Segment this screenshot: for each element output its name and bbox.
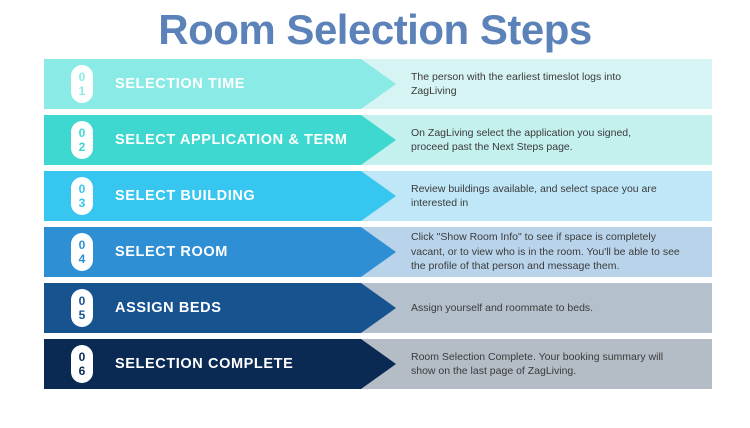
step-number-digit-bottom: 4 — [78, 252, 86, 266]
step-label: SELECT ROOM — [115, 244, 228, 260]
step-description: Assign yourself and roommate to beds. — [411, 301, 594, 314]
step-description-panel: Click "Show Room Info" to see if space i… — [361, 227, 712, 277]
step-number-digit-bottom: 2 — [78, 140, 86, 154]
step-description: Room Selection Complete. Your booking su… — [411, 350, 664, 378]
step-description-panel: Assign yourself and roommate to beds. — [361, 283, 712, 333]
step-row: On ZagLiving select the application you … — [44, 115, 712, 165]
step-label: SELECTION TIME — [115, 76, 246, 92]
step-row: Review buildings available, and select s… — [44, 171, 712, 221]
step-number-digit-top: 0 — [78, 182, 86, 196]
step-number-digit-bottom: 3 — [78, 196, 86, 210]
step-row: Click "Show Room Info" to see if space i… — [44, 227, 712, 277]
step-row: The person with the earliest timeslot lo… — [44, 59, 712, 109]
step-description: On ZagLiving select the application you … — [411, 126, 632, 154]
step-label: SELECT BUILDING — [115, 188, 256, 204]
step-arrow-icon — [361, 115, 396, 165]
step-number-digit-top: 0 — [78, 70, 86, 84]
step-number-digit-bottom: 5 — [78, 308, 86, 322]
step-number-digit-bottom: 6 — [78, 364, 86, 378]
step-label: ASSIGN BEDS — [115, 300, 222, 316]
step-number-digit-top: 0 — [78, 350, 86, 364]
step-arrow-icon — [361, 283, 396, 333]
step-description: The person with the earliest timeslot lo… — [411, 70, 622, 98]
step-arrow-icon — [361, 171, 396, 221]
step-description: Review buildings available, and select s… — [411, 182, 657, 210]
step-number-digit-top: 0 — [78, 238, 86, 252]
steps-list: The person with the earliest timeslot lo… — [44, 59, 712, 389]
page-title: Room Selection Steps — [158, 6, 592, 53]
step-number-digit-bottom: 1 — [78, 84, 86, 98]
step-label: SELECT APPLICATION & TERM — [115, 132, 348, 148]
step-description-panel: Review buildings available, and select s… — [361, 171, 712, 221]
step-arrow-icon — [361, 339, 396, 389]
step-arrow-icon — [361, 59, 396, 109]
step-description-panel: Room Selection Complete. Your booking su… — [361, 339, 712, 389]
step-description-panel: The person with the earliest timeslot lo… — [361, 59, 712, 109]
step-number-digit-top: 0 — [78, 294, 86, 308]
step-row: Room Selection Complete. Your booking su… — [44, 339, 712, 389]
step-number-digit-top: 0 — [78, 126, 86, 140]
step-arrow-icon — [361, 227, 396, 277]
step-description: Click "Show Room Info" to see if space i… — [411, 231, 680, 273]
step-label: SELECTION COMPLETE — [115, 356, 294, 372]
step-description-panel: On ZagLiving select the application you … — [361, 115, 712, 165]
